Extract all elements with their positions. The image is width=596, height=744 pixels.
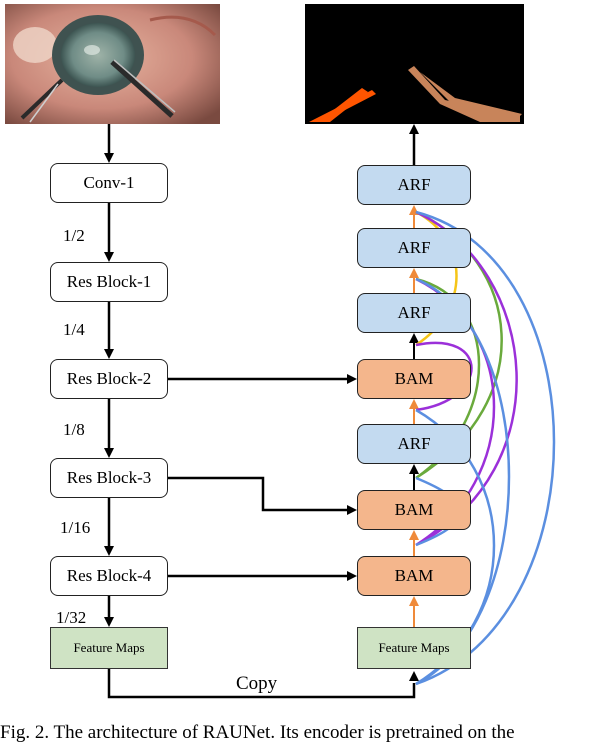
res-block-2-label: Res Block-2 xyxy=(66,369,152,388)
bam-block-1: BAM xyxy=(357,359,471,399)
conv1-label: Conv-1 xyxy=(83,173,135,192)
skip-res4-bam3-head xyxy=(347,571,357,581)
arf-4-label: ARF xyxy=(397,434,431,453)
arrow-res1-res2-head xyxy=(104,349,114,359)
link-blue-3 xyxy=(415,210,556,686)
arrow-bam2-arf4-head xyxy=(409,464,419,474)
bam-2-label: BAM xyxy=(394,500,434,519)
figure-caption: Fig. 2. The architecture of RAUNet. Its … xyxy=(0,722,515,743)
arrow-features-bam3-head xyxy=(409,596,419,606)
scale-label-2: 1/4 xyxy=(63,320,85,339)
arrow-res4-features-head xyxy=(104,617,114,627)
encoder-feature-maps: Feature Maps xyxy=(50,627,168,669)
bam-1-label: BAM xyxy=(394,369,434,388)
arf-block-3: ARF xyxy=(357,293,471,333)
arf-top-label: ARF xyxy=(397,175,431,194)
decoder-feature-maps-label: Feature Maps xyxy=(378,640,450,655)
res-block-3-label: Res Block-3 xyxy=(66,468,152,487)
copy-head xyxy=(409,671,419,681)
res-block-4-label: Res Block-4 xyxy=(66,566,152,585)
scale-label-5: 1/32 xyxy=(56,608,87,627)
arrow-img-conv1-head xyxy=(104,153,114,163)
scale-label-3: 1/8 xyxy=(63,420,85,439)
copy-line xyxy=(107,669,416,699)
bam-block-3: BAM xyxy=(357,556,471,596)
decoder-feature-maps: Feature Maps xyxy=(357,627,471,669)
bam-3-label: BAM xyxy=(394,566,434,585)
arrow-arf-output-head xyxy=(409,124,419,134)
arrow-bam3-bam2-head xyxy=(409,530,419,540)
scale-label-1: 1/2 xyxy=(63,226,85,245)
arf-2-label: ARF xyxy=(397,238,431,257)
copy-label: Copy xyxy=(236,673,278,694)
conv1-block: Conv-1 xyxy=(50,163,168,203)
link-purple-1 xyxy=(415,341,473,412)
skip-res2-bam1-head xyxy=(347,374,357,384)
encoder-feature-maps-label: Feature Maps xyxy=(73,640,145,655)
arf-block-4: ARF xyxy=(357,424,471,464)
arrow-arf4-bam1-head xyxy=(409,399,419,409)
skip-res3-bam2-line xyxy=(168,476,347,512)
link-blue-2 xyxy=(415,277,511,686)
arrow-res3-res4-head xyxy=(104,546,114,556)
res-block-1-label: Res Block-1 xyxy=(66,272,152,291)
arrow-arf3-arf2-head xyxy=(409,268,419,278)
scale-label-4: 1/16 xyxy=(60,518,91,537)
res-block-1: Res Block-1 xyxy=(50,262,168,302)
res-block-3: Res Block-3 xyxy=(50,458,168,498)
res-block-4: Res Block-4 xyxy=(50,556,168,596)
arrow-conv1-res1-head xyxy=(104,252,114,262)
arf-3-label: ARF xyxy=(397,303,431,322)
arf-block-top: ARF xyxy=(357,165,471,205)
res-block-2: Res Block-2 xyxy=(50,359,168,399)
arrow-res2-res3-head xyxy=(104,448,114,458)
arrow-bam1-arf3-head xyxy=(409,333,419,343)
skip-res3-bam2-head xyxy=(347,505,357,515)
bam-block-2: BAM xyxy=(357,490,471,530)
arf-block-2: ARF xyxy=(357,228,471,268)
